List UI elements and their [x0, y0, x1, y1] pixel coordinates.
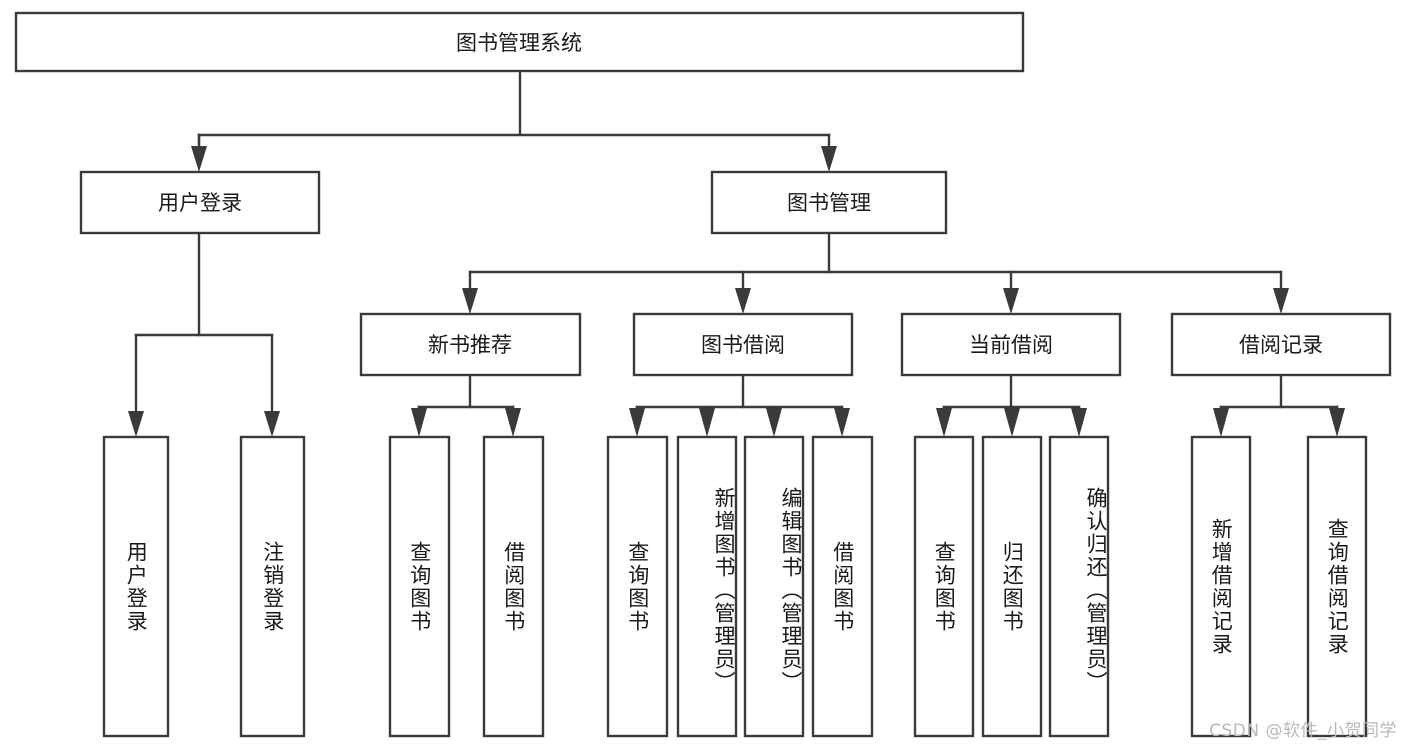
node-book-borrow-rect[interactable] — [632, 312, 854, 377]
arrow-head-book-borrow — [735, 288, 751, 314]
arrow-head-leaf-query-book-1 — [411, 408, 427, 437]
node-current-borrow[interactable]: 当前借阅 — [900, 312, 1122, 377]
node-root-rect[interactable] — [14, 11, 1025, 73]
arrow-head-current-borrow — [1003, 288, 1019, 314]
arrow-head-leaf-add-book — [699, 408, 715, 437]
node-root[interactable]: 图书管理系统 — [14, 11, 1025, 73]
connector-group-user-login — [128, 231, 280, 437]
node-leaf-confirm-return-rect[interactable] — [1048, 435, 1110, 738]
node-new-book-rec-rect[interactable] — [359, 312, 582, 377]
node-current-borrow-label: 当前借阅 — [969, 333, 1053, 357]
connector-group-new-book-rec — [411, 373, 521, 437]
arrow-head-leaf-logout — [264, 411, 280, 437]
connector-group-book-borrow — [629, 373, 850, 437]
node-book-manage-label: 图书管理 — [787, 191, 871, 215]
node-book-borrow[interactable]: 图书借阅 — [632, 312, 854, 377]
node-new-book-rec[interactable]: 新书推荐 — [359, 312, 582, 377]
node-user-login-rect[interactable] — [79, 170, 321, 235]
arrow-head-leaf-borrow-book-1 — [505, 408, 521, 437]
arrow-head-leaf-edit-book — [766, 408, 782, 437]
node-borrow-record[interactable]: 借阅记录 — [1170, 312, 1392, 377]
node-borrow-record-label: 借阅记录 — [1239, 333, 1323, 357]
connector-group-book-manage — [462, 231, 1289, 314]
node-borrow-record-rect[interactable] — [1170, 312, 1392, 377]
node-leaf-edit-book-rect[interactable] — [743, 435, 805, 738]
node-root-label: 图书管理系统 — [456, 31, 582, 55]
node-book-manage-rect[interactable] — [710, 170, 948, 235]
connector-group-current-borrow — [936, 373, 1087, 437]
node-leaf-borrow-book-1-rect[interactable] — [482, 435, 545, 738]
connector-group-root — [191, 69, 837, 172]
node-book-manage[interactable]: 图书管理 — [710, 170, 948, 235]
arrow-head-leaf-user-login — [128, 411, 144, 437]
node-user-login[interactable]: 用户登录 — [79, 170, 321, 235]
arrow-head-leaf-query-book-3 — [936, 408, 952, 437]
node-leaf-logout-rect[interactable] — [239, 435, 306, 738]
node-leaf-query-book-2-rect[interactable] — [606, 435, 669, 738]
node-leaf-add-record-rect[interactable] — [1190, 435, 1252, 738]
arrow-head-new-book-rec — [462, 288, 478, 314]
node-current-borrow-rect[interactable] — [900, 312, 1122, 377]
arrow-head-user-login — [191, 146, 207, 172]
leaf-rect-group — [102, 435, 1368, 738]
node-leaf-query-book-3-rect[interactable] — [913, 435, 975, 738]
arrow-head-leaf-add-record — [1213, 408, 1229, 437]
arrow-head-leaf-return-book — [1004, 408, 1020, 437]
node-book-borrow-label: 图书借阅 — [701, 333, 785, 357]
connector-group-borrow-record — [1213, 373, 1345, 437]
arrow-head-leaf-borrow-book-2 — [834, 408, 850, 437]
arrow-head-leaf-confirm-return — [1071, 408, 1087, 437]
node-leaf-query-record-rect[interactable] — [1306, 435, 1368, 738]
arrow-head-leaf-query-book-2 — [629, 408, 645, 437]
arrow-head-book-manage — [821, 146, 837, 172]
node-leaf-return-book-rect[interactable] — [981, 435, 1043, 738]
node-leaf-user-login-rect[interactable] — [102, 435, 170, 738]
csdn-watermark: CSDN @软件_小贺同学 — [1209, 721, 1397, 741]
arrow-head-borrow-record — [1273, 288, 1289, 314]
node-leaf-query-book-1-rect[interactable] — [388, 435, 451, 738]
node-user-login-label: 用户登录 — [158, 191, 242, 215]
node-new-book-rec-label: 新书推荐 — [428, 333, 512, 357]
node-leaf-borrow-book-2-rect[interactable] — [811, 435, 874, 738]
arrow-head-leaf-query-record — [1329, 408, 1345, 437]
node-leaf-add-book-rect[interactable] — [676, 435, 738, 738]
